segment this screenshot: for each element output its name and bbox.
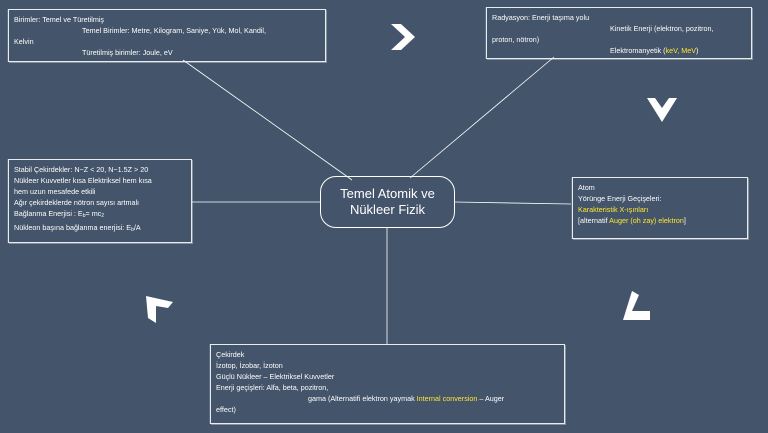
nucleus-transitions: Enerji geçişleri: Alfa, beta, pozitron, bbox=[216, 383, 329, 392]
chevron-down-left-icon bbox=[623, 291, 650, 320]
binding-sub2: 2 bbox=[101, 213, 105, 219]
gamma-prefix: gama (Alternatifi elektron yaymak bbox=[308, 394, 417, 403]
radiation-kinetic: Kinetik Enerji (elektron, pozitron, bbox=[610, 24, 714, 33]
gamma-suffix: – Auger bbox=[477, 394, 505, 403]
stable-per-nucleon: Nükleon başına bağlanma enerjisi: Eb/A bbox=[14, 222, 186, 236]
units-derived: Türetilmiş birimler: Joule, eV bbox=[82, 48, 173, 57]
atom-alt: [alternatif Auger (oh zay) elektron] bbox=[578, 215, 742, 226]
atom-alt-open: [alternatif bbox=[578, 216, 610, 225]
radiation-em-paren-open: ( bbox=[663, 46, 666, 55]
stable-binding: Bağlanma Enerjisi : Eb= mc2 bbox=[14, 208, 186, 222]
stable-line2: Nükleer Kuvvetler kısa Elektriksel hem k… bbox=[14, 176, 152, 185]
atom-orbit: Yörünge Enerji Geçişeleri: bbox=[578, 194, 662, 203]
radiation-em-units: keV, MeV bbox=[665, 46, 697, 55]
binding-prefix: Bağlanma Enerjisi : E bbox=[14, 209, 83, 218]
binding-mid: = mc bbox=[85, 209, 102, 218]
per-nucleon-sub: b bbox=[131, 227, 134, 233]
stable-line1: Stabil Çekirdekler: N~Z < 20, N~1.5Z > 2… bbox=[14, 165, 149, 174]
stable-line3: hem uzun mesafede etkili bbox=[14, 187, 96, 196]
connector-atom bbox=[454, 201, 572, 205]
radiation-em: Elektromanyetik (keV, MeV) bbox=[492, 45, 746, 56]
internal-conversion: Internal conversion bbox=[416, 394, 478, 403]
atom-alt-close: ] bbox=[683, 216, 686, 225]
units-base-cont: Kelvin bbox=[14, 37, 34, 46]
connector-units bbox=[182, 59, 353, 181]
radiation-em-paren-close: ) bbox=[696, 46, 699, 55]
radiation-box: Radyasyon: Enerji taşıma yolu Kinetik En… bbox=[486, 7, 752, 59]
atom-auger: Auger (oh zay) elektron bbox=[609, 216, 684, 225]
radiation-em-text: Elektromanyetik bbox=[610, 46, 662, 55]
units-box: Birimler: Temel ve Türetilmiş Temel Biri… bbox=[8, 9, 326, 62]
nucleus-effect: effect) bbox=[216, 405, 236, 414]
chevron-down-icon bbox=[647, 98, 677, 122]
units-base: Temel Birimler: Metre, Kilogram, Saniye,… bbox=[82, 26, 267, 35]
nucleus-box: Çekirdek İzotop, İzobar, İzoton Güçlü Nü… bbox=[210, 344, 565, 424]
chevron-right-icon bbox=[391, 24, 415, 50]
central-title-line2: Nükleer Fizik bbox=[349, 202, 426, 217]
radiation-kinetic-cont: proton, nötron) bbox=[492, 35, 540, 44]
connector-radiation bbox=[409, 56, 555, 179]
stable-nuclei-box: Stabil Çekirdekler: N~Z < 20, N~1.5Z > 2… bbox=[8, 159, 192, 243]
stable-line4: Ağır çekirdeklerde nötron sayısı artmalı bbox=[14, 198, 140, 207]
per-nucleon-prefix: Nükleon başına bağlanma enerjisi: E bbox=[14, 223, 132, 232]
central-topic: Temel Atomik ve Nükleer Fizik bbox=[320, 176, 455, 228]
nucleus-forces: Güçlü Nükleer – Elektriksel Kuvvetler bbox=[216, 372, 335, 381]
nucleus-isotopes: İzotop, İzobar, İzoton bbox=[216, 361, 283, 370]
nucleus-gamma: gama (Alternatifi elektron yaymak Intern… bbox=[216, 393, 559, 404]
atom-title: Atom bbox=[578, 183, 595, 192]
atom-box: Atom Yörünge Enerji Geçişeleri: Karakter… bbox=[572, 177, 748, 239]
units-title: Birimler: Temel ve Türetilmiş bbox=[14, 15, 104, 24]
per-nucleon-suffix: /A bbox=[133, 223, 141, 232]
radiation-title: Radyasyon: Enerji taşıma yolu bbox=[492, 13, 590, 22]
binding-sub: b bbox=[82, 213, 86, 219]
nucleus-title: Çekirdek bbox=[216, 350, 245, 359]
atom-xray: Karakteristik X-ışınları bbox=[578, 205, 649, 214]
central-title-line1: Temel Atomik ve bbox=[340, 186, 435, 201]
chevron-up-left-icon bbox=[146, 296, 173, 323]
